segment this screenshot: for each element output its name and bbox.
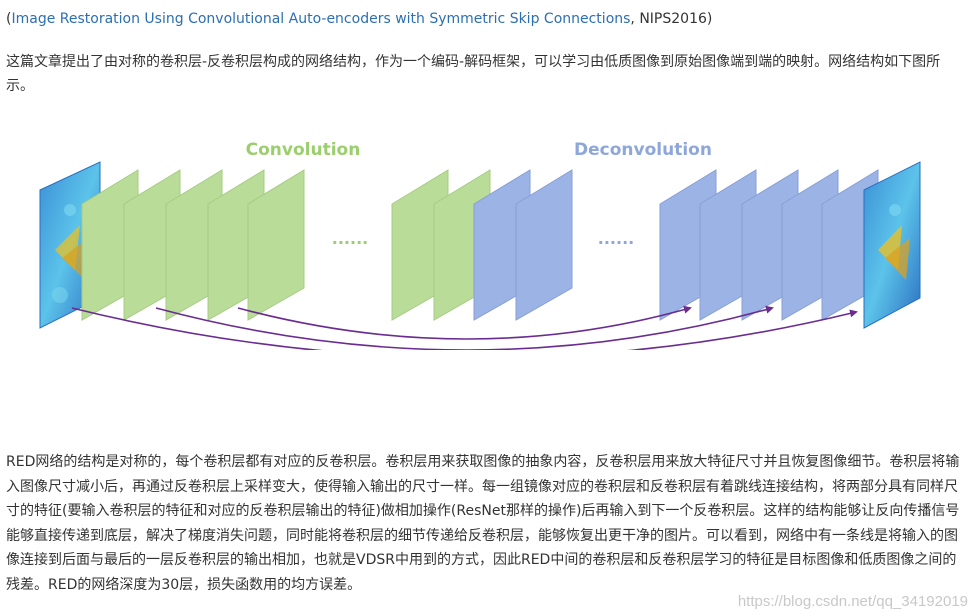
intro-paragraph: 这篇文章提出了由对称的卷积层-反卷积层构成的网络结构，作为一个编码-解码框架，可… [6,54,941,94]
skip-connection-arrow [237,305,692,340]
ellipsis-left: ······ [332,233,368,252]
deconvolution-label: Deconvolution [574,140,712,160]
body-paragraph: RED网络的结构是对称的，每个卷积层都有对应的反卷积层。卷积层用来获取图像的抽象… [6,454,960,593]
red-network-diagram: Convolution Deconvolution ······ ······ [39,140,921,350]
ellipsis-right: ······ [598,233,634,252]
skip-connection-arrow [155,305,774,350]
output-image [863,161,921,329]
reference-venue: , NIPS2016) [630,11,713,27]
watermark: https://blog.csdn.net/qq_34192019 [737,593,968,610]
paper-reference: (Image Restoration Using Convolutional A… [6,9,712,29]
convolution-label: Convolution [246,140,361,160]
conv-layer [247,169,305,321]
deconv-layer [515,169,573,321]
paper-title-link[interactable]: Image Restoration Using Convolutional Au… [11,11,631,27]
skip-connection-arrow [71,307,858,350]
reference-open-paren: ( [6,11,12,27]
